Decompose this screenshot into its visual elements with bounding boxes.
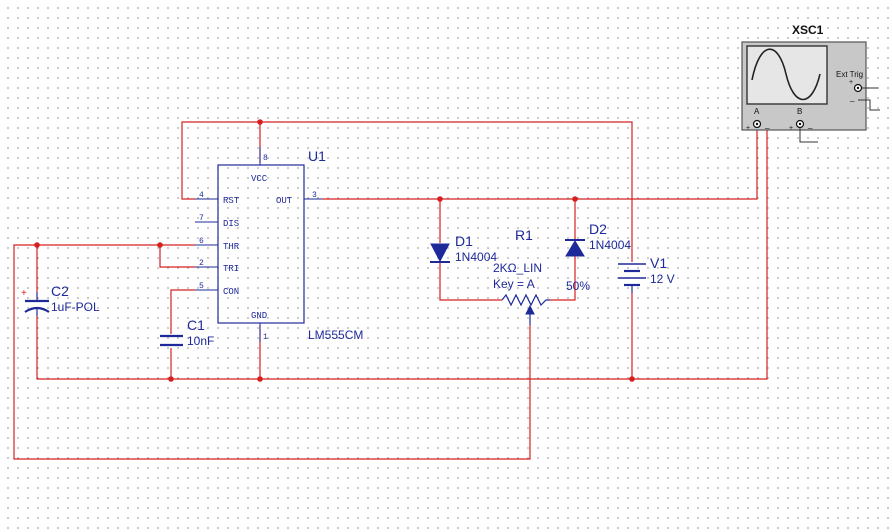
- terminal-center: [856, 86, 860, 90]
- c2-polarity-mark: +: [21, 288, 27, 299]
- u1-pin-dis-label: DIS: [223, 219, 239, 229]
- r1-value-label: 2KΩ_LIN: [493, 261, 542, 275]
- c2-capacitor[interactable]: + C2 1uF-POL: [21, 283, 100, 316]
- wire-thr-to-c2[interactable]: [13, 244, 531, 460]
- xsc1-channel-b-lead: [799, 128, 818, 143]
- wires: [13, 121, 768, 460]
- u1-pin-tri-label: TRI: [223, 264, 239, 274]
- junction-dot: [257, 119, 263, 125]
- v1-value-label: 12 V: [650, 272, 675, 286]
- r1-wiper-arrow: [525, 304, 535, 315]
- terminal-center: [755, 122, 759, 126]
- junction-dot: [168, 376, 174, 382]
- wire-out-node[interactable]: [322, 128, 758, 200]
- xsc1-ext-trig-plus: +: [849, 79, 853, 86]
- r1-potentiometer[interactable]: R1 2KΩ_LIN Key = A 50%: [493, 227, 590, 325]
- u1-pin-number-5: 5: [199, 282, 204, 291]
- xsc1-ext-trig-ground-lead: [858, 99, 880, 111]
- d2-model-label: 1N4004: [589, 238, 631, 252]
- wire-ground-rail[interactable]: [36, 128, 768, 380]
- u1-pin-number-1: 1: [263, 333, 268, 342]
- xsc1-channel-a-minus: _: [764, 120, 770, 129]
- wire-d1-to-r1[interactable]: [439, 262, 502, 301]
- d2-ref-label: D2: [589, 221, 607, 237]
- xsc1-channel-b-label: B: [797, 107, 802, 116]
- u1-body: [217, 164, 305, 324]
- r1-zigzag: [501, 293, 550, 307]
- v1-ref-label: V1: [650, 255, 667, 271]
- junction-dot: [34, 242, 40, 248]
- u1-pin-gnd-label: GND: [251, 311, 267, 321]
- junction-dot: [629, 376, 635, 382]
- u1-pin-number-3: 3: [312, 191, 317, 200]
- u1-model-label: LM555CM: [308, 328, 363, 342]
- junctions: [34, 119, 635, 382]
- xsc1-ref-label: XSC1: [792, 23, 824, 37]
- junction-dot: [257, 376, 263, 382]
- terminal-center: [798, 122, 802, 126]
- c1-value-label: 10nF: [187, 334, 214, 348]
- r1-ref-label: R1: [515, 227, 533, 243]
- u1-pin-number-2: 2: [199, 259, 204, 268]
- d1-model-label: 1N4004: [455, 250, 497, 264]
- u1-pin-thr-label: THR: [223, 242, 240, 252]
- u1-pin-rst-label: RST: [223, 196, 240, 206]
- xsc1-ext-trig-label: Ext Trig: [836, 70, 863, 79]
- u1-timer-ic[interactable]: VCC RST OUT DIS THR TRI CON GND 8 4 3 7 …: [195, 147, 363, 342]
- d1-diode[interactable]: D1 1N4004: [430, 233, 497, 264]
- d1-ref-label: D1: [455, 233, 473, 249]
- xsc1-channel-a-label: A: [754, 107, 760, 116]
- u1-pin-vcc-label: VCC: [251, 174, 268, 184]
- d2-triangle: [565, 240, 585, 257]
- c2-value-label: 1uF-POL: [51, 300, 100, 314]
- xsc1-waveform: [751, 48, 821, 101]
- wire-thr-node[interactable]: [159, 244, 195, 268]
- u1-pin-number-8: 8: [263, 154, 268, 163]
- v1-battery[interactable]: V1 12 V: [618, 255, 675, 293]
- u1-pin-out-label: OUT: [276, 196, 293, 206]
- wire-vcc-rail[interactable]: [259, 121, 633, 262]
- xsc1-channel-b-plus: +: [789, 125, 793, 132]
- u1-pin-number-4: 4: [199, 191, 204, 200]
- xsc1-channel-a-plus: +: [746, 125, 750, 132]
- wire-d2-to-r1[interactable]: [550, 256, 576, 301]
- c1-capacitor[interactable]: C1 10nF: [160, 317, 214, 348]
- wire-con-to-c1[interactable]: [170, 289, 195, 334]
- junction-dot: [572, 196, 578, 202]
- junction-dot: [437, 196, 443, 202]
- wire-rst-to-vcc[interactable]: [181, 121, 260, 200]
- xsc1-oscilloscope[interactable]: XSC1 A + _ B + _ Ext Trig + _: [741, 23, 880, 143]
- c2-ref-label: C2: [51, 283, 69, 299]
- xsc1-ext-trig-minus: _: [849, 93, 855, 102]
- u1-ref-label: U1: [308, 148, 326, 164]
- c1-ref-label: C1: [187, 317, 205, 333]
- junction-dot: [157, 242, 163, 248]
- r1-key-label: Key = A: [493, 277, 535, 291]
- xsc1-channel-b-minus: _: [807, 120, 813, 129]
- d2-diode[interactable]: D2 1N4004: [565, 221, 631, 257]
- u1-pin-number-7: 7: [199, 214, 204, 223]
- d1-triangle: [430, 243, 450, 263]
- u1-pin-number-6: 6: [199, 237, 204, 246]
- u1-pin-con-label: CON: [223, 287, 239, 297]
- r1-setting-label: 50%: [566, 279, 590, 293]
